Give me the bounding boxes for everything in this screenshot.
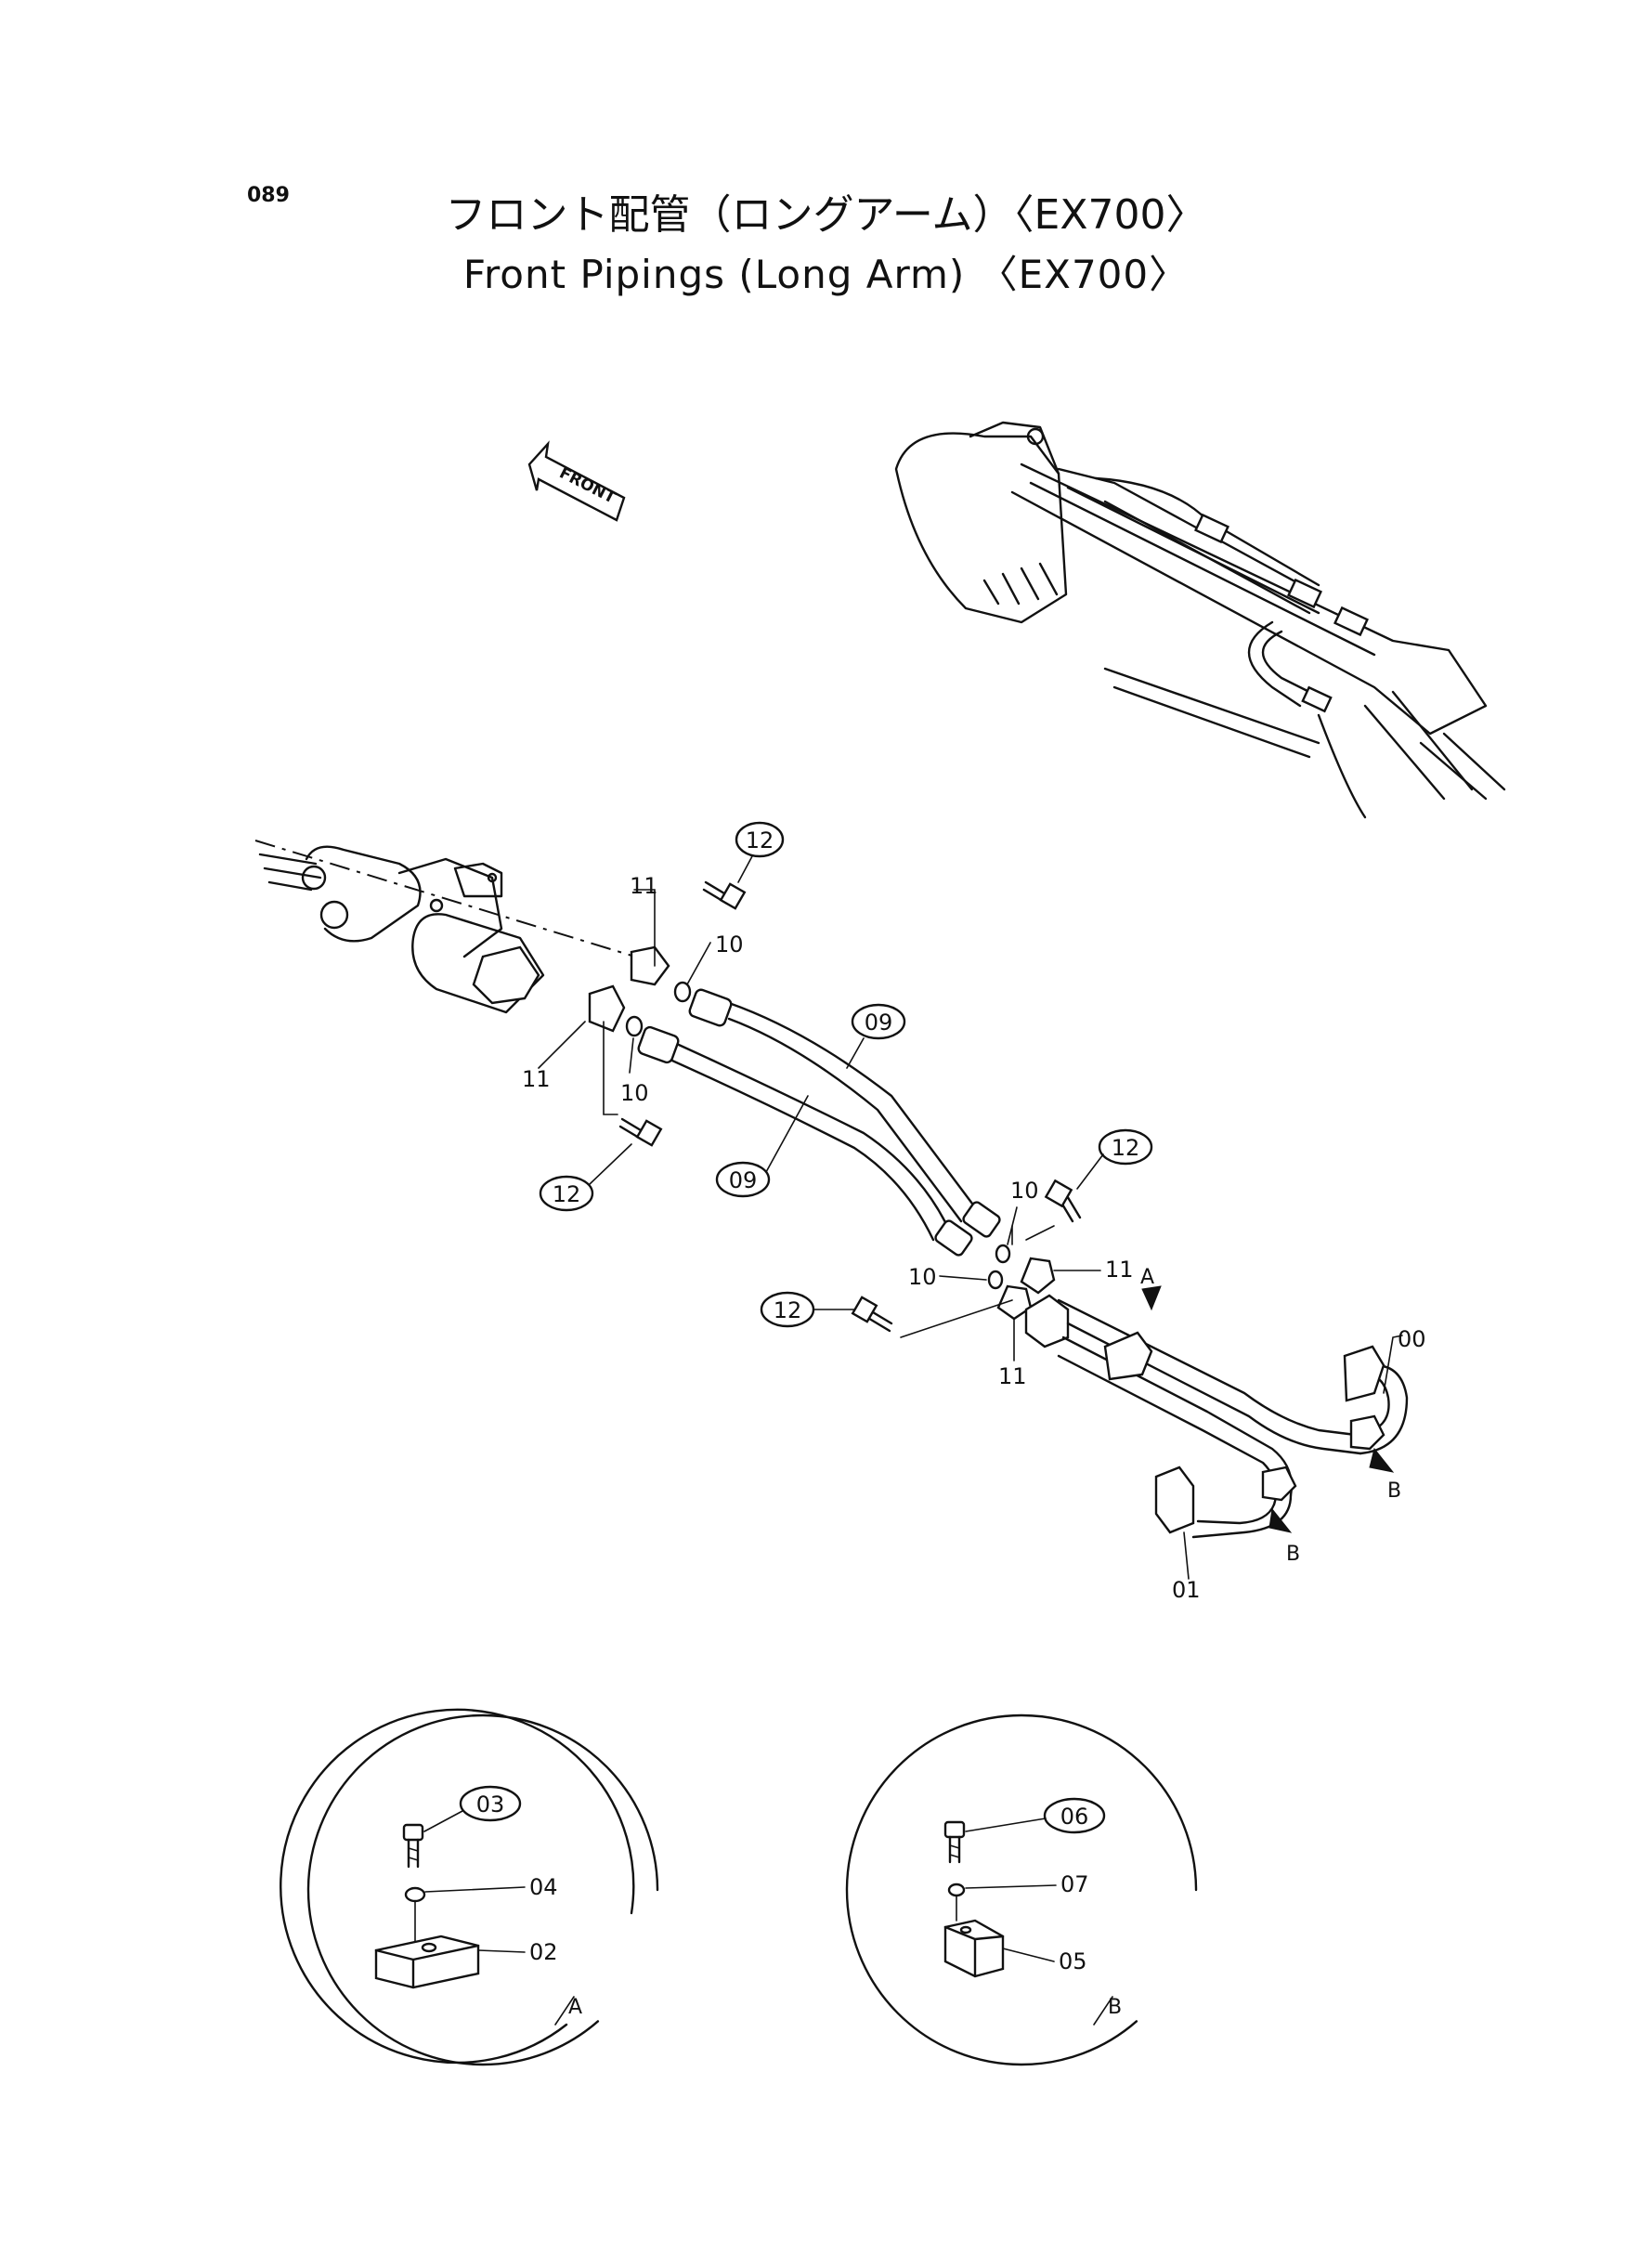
detail-a-label: A [568,1996,582,2019]
svg-text:09: 09 [865,1010,893,1036]
label-11-left: 11 [522,1066,551,1092]
detail-b-label: B [1108,1996,1122,2019]
label-11-mid-bottom: 11 [998,1363,1027,1389]
label-04: 04 [529,1874,558,1900]
svg-text:12: 12 [746,827,774,853]
label-00: 00 [1398,1326,1426,1352]
o-ring-10-top [673,981,692,1003]
label-05: 05 [1059,1948,1087,1974]
svg-text:12: 12 [553,1181,581,1207]
steel-pipes-00-01 [1024,1285,1409,1580]
label-02: 02 [529,1939,558,1965]
label-10-mid-left: 10 [908,1264,937,1290]
washer-07-icon [947,1883,966,1897]
svg-text:09: 09 [729,1167,758,1193]
label-11-top: 11 [630,873,658,899]
arm-cylinder-assembly [254,840,651,1014]
callout-12-top: 12 [735,821,785,883]
hose-09-upper [688,988,1001,1238]
detail-b-circle: B 06 07 05 [845,1713,1198,2066]
title-japanese: フロント配管（ロングアーム）〈EX700〉 [445,191,1207,239]
label-10-mid-top: 10 [1010,1178,1039,1204]
detail-a-circle: A 03 04 02 [280,1708,659,2066]
washer-04-icon [404,1886,426,1903]
front-arrow-icon: FRONT [527,440,626,522]
callout-12-right: 12 [1076,1128,1153,1190]
bolt-03-icon [402,1823,424,1869]
clamp-02-icon [374,1935,480,1989]
label-06: 06 [1060,1804,1089,1830]
bolt-12-mid-left [851,1296,893,1333]
o-ring-10-mid-left [987,1270,1004,1290]
label-07: 07 [1060,1871,1089,1897]
page-number: 089 [247,184,290,207]
callout-12-left: 12 [539,1143,632,1212]
mark-B-right: B [1387,1479,1401,1503]
title-english: Front Pipings (Long Arm) 〈EX700〉 [462,252,1190,297]
middle-connection-parts [851,1179,1082,1338]
svg-text:12: 12 [1112,1135,1140,1161]
mark-B-left: B [1286,1543,1300,1566]
callout-06-bubble [1043,1797,1106,1834]
label-01: 01 [1172,1577,1201,1603]
callout-09-lower: 09 [715,1095,809,1198]
bolt-12-top [702,880,747,910]
top-connection-parts [588,880,747,1147]
mark-A: A [1140,1266,1154,1289]
split-flange-11-left [588,984,626,1033]
o-ring-10-mid-top [995,1244,1011,1264]
label-10-left: 10 [620,1080,649,1106]
split-flange-11-mid-right [1020,1257,1056,1295]
label-11-mid-right: 11 [1105,1257,1134,1283]
label-10-top: 10 [715,932,744,958]
callout-12-mid-left: 12 [760,1291,855,1328]
label-03: 03 [476,1791,505,1818]
hose-09-lower [637,1025,973,1257]
excavator-overview-sketch [894,421,1506,819]
bolt-12-right [1044,1179,1082,1223]
callout-03-bubble [459,1785,522,1822]
o-ring-10-left [625,1015,644,1037]
svg-text:12: 12 [774,1297,802,1323]
callout-09-upper: 09 [846,1003,906,1069]
split-flange-11-top [630,945,670,986]
bolt-12-left [618,1117,663,1147]
bolt-06-icon [943,1820,966,1864]
